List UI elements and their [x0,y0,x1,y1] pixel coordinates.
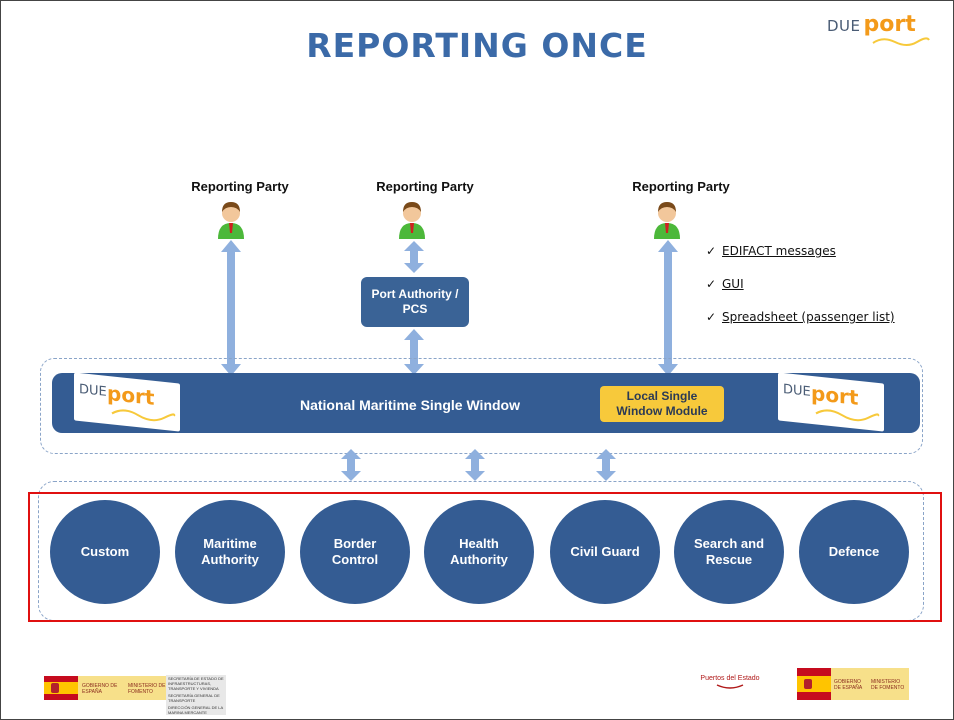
channel-checklist: ✓ EDIFACT messages ✓ GUI ✓ Spreadsheet (pas… [706,244,895,343]
wave-icon [872,37,930,46]
authority-search-rescue: Search and Rescue [674,500,784,604]
double-arrow-icon [221,240,241,376]
government-strip: GOBIERNO DE ESPAÑA MINISTERIO DE FOMENTO [831,668,909,700]
nmsw-bar [52,373,920,433]
direccion-text: DIRECCIÓN GENERAL DE LA MARINA MERCANTE [168,705,223,715]
checklist-item: ✓ EDIFACT messages [706,244,895,277]
double-arrow-icon [465,449,485,481]
reporting-party-label: Reporting Party [632,179,730,194]
person-icon [218,202,244,239]
secretaria2-text: SECRETARÍA GENERAL DE TRANSPORTE [168,693,220,703]
brand-due: DUE [79,381,107,400]
checklist-text: GUI [722,277,744,291]
dueport-logo-card: DUE port [778,372,884,432]
puertos-del-estado-logo: Puertos del Estado [690,675,770,692]
authority-line1: Border [333,536,377,551]
port-authority-line1: Port Authority / [371,287,459,301]
authority-line1: Health [459,536,499,551]
authority-line1: Custom [80,544,130,559]
port-authority-box: Port Authority / PCS [361,277,469,327]
wave-icon [111,409,176,422]
double-arrow-icon [596,449,616,481]
checklist-item: ✓ GUI [706,277,895,310]
local-single-window-module: Local Single Window Module [600,386,724,422]
brand-due: DUE [783,381,811,400]
double-arrow-icon [658,240,678,376]
authority-border-control: Border Control [300,500,410,604]
authority-maritime: Maritime Authority [175,500,285,604]
page-title: REPORTING ONCE [306,26,648,65]
dueport-logo-card: DUE port [74,372,180,432]
authority-line2: Rescue [705,552,753,567]
double-arrow-icon [404,329,424,375]
authority-line2: Control [331,552,379,567]
checklist-item: ✓ Spreadsheet (passenger list) [706,310,895,343]
port-authority-line2: PCS [402,302,428,316]
check-icon: ✓ [706,244,717,258]
brand-due: DUE [827,17,861,35]
authority-health: Health Authority [424,500,534,604]
gobierno-text: GOBIERNO DE ESPAÑA [834,679,863,691]
checklist-text: EDIFACT messages [722,244,836,258]
authority-line1: Civil Guard [570,544,640,559]
wave-icon [716,684,744,689]
wave-icon [815,409,880,422]
spain-flag-icon [797,668,831,700]
authority-civil-guard: Civil Guard [550,500,660,604]
authority-line2: Authority [201,552,259,567]
nmsw-label: National Maritime Single Window [299,397,520,413]
authority-line2: Authority [450,552,508,567]
authority-custom: Custom [50,500,160,604]
check-icon: ✓ [706,277,717,291]
person-icon [399,202,425,239]
secretaria-block: SECRETARÍA DE ESTADO DE INFRAESTRUCTURAS… [166,675,226,715]
authority-line1: Search and [693,536,765,551]
ministerio-text: MINISTERIO DE FOMENTO [128,683,166,695]
lsw-line1: Local Single [626,389,698,403]
spain-flag-icon [44,676,78,700]
nmsw-dashed-container [40,358,923,454]
checklist-text: Spreadsheet (passenger list) [722,310,895,324]
brand-port: port [863,12,916,37]
gobierno-text: GOBIERNO DE ESPAÑA [82,683,118,695]
reporting-party-label: Reporting Party [376,179,474,194]
double-arrow-icon [404,241,424,273]
ministerio-text: MINISTERIO DE FOMENTO [871,679,905,691]
authority-line1: Defence [828,544,880,559]
brand-port: port [811,380,859,410]
brand-port: port [107,380,155,410]
authority-line1: Maritime [203,536,257,551]
lsw-line2: Window Module [616,404,708,418]
reporting-party-label: Reporting Party [191,179,289,194]
authority-defence: Defence [799,500,909,604]
secretaria1-text: SECRETARÍA DE ESTADO DE INFRAESTRUCTURAS… [168,676,224,691]
check-icon: ✓ [706,310,717,324]
person-icon [654,202,680,239]
double-arrow-icon [341,449,361,481]
puertos-text: Puertos del Estado [700,675,760,682]
authorities-highlight-frame [28,492,942,622]
